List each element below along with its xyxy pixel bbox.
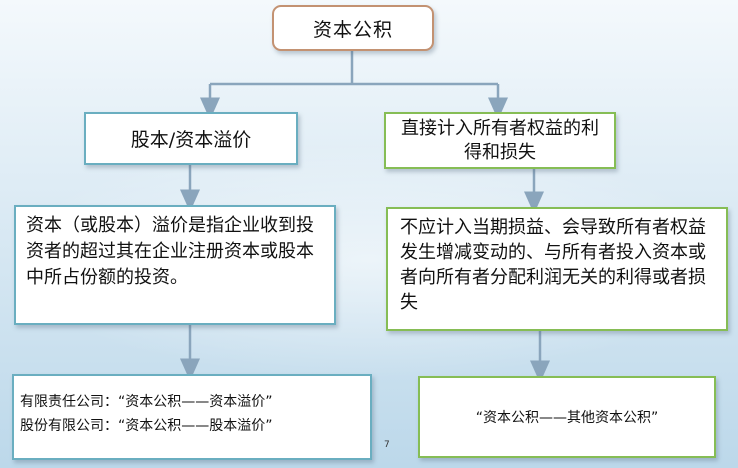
right-leaf-label: “资本公积——其他资本公积” [475, 410, 659, 426]
left-description-text: 资本（或股本）溢价是指企业收到投资者的超过其在企业注册资本或股本中所占份额的投资… [26, 215, 314, 288]
root-label: 资本公积 [312, 18, 393, 41]
right-heading-node: 直接计入所有者权益的利得和损失 [384, 112, 616, 169]
right-heading-label: 直接计入所有者权益的利得和损失 [401, 117, 599, 163]
right-description-text: 不应计入当期损益、会导致所有者权益发生增减变动的、与所有者投入资本或者向所有者分… [400, 217, 706, 313]
left-heading-label: 股本/资本溢价 [130, 129, 252, 151]
root-node: 资本公积 [272, 5, 434, 51]
right-leaf-node: “资本公积——其他资本公积” [418, 376, 716, 458]
left-description-node: 资本（或股本）溢价是指企业收到投资者的超过其在企业注册资本或股本中所占份额的投资… [14, 205, 336, 325]
left-leaf-line-joint-stock: 股份有限公司：“资本公积——股本溢价” [20, 418, 273, 434]
left-heading-node: 股本/资本溢价 [84, 112, 298, 165]
left-leaf-line-llc: 有限责任公司：“资本公积——资本溢价” [20, 394, 273, 410]
left-leaf-node: 有限责任公司：“资本公积——资本溢价” 股份有限公司：“资本公积——股本溢价” [12, 374, 372, 460]
right-description-node: 不应计入当期损益、会导致所有者权益发生增减变动的、与所有者投入资本或者向所有者分… [386, 207, 728, 331]
page-number: 7 [384, 440, 390, 450]
